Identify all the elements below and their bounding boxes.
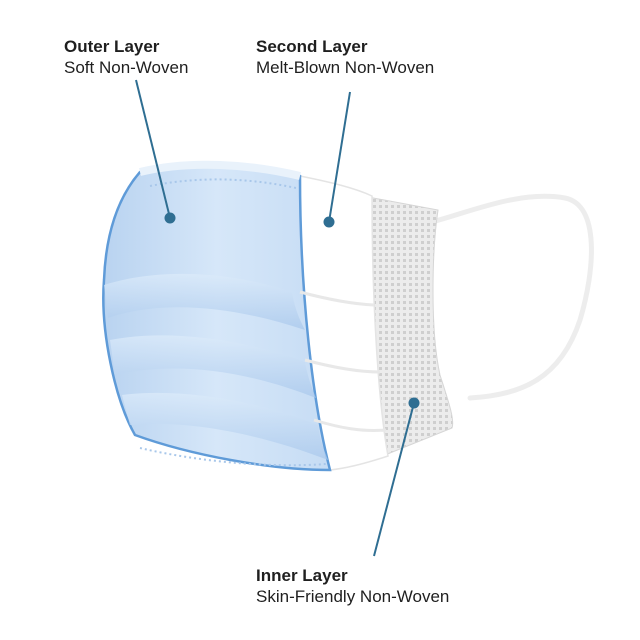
- inner-layer-marker: [408, 397, 420, 409]
- second-layer-label: Second Layer Melt-Blown Non-Woven: [256, 36, 434, 79]
- outer-layer-description: Soft Non-Woven: [64, 58, 189, 78]
- inner-layer-label: Inner Layer Skin-Friendly Non-Woven: [256, 565, 449, 608]
- inner-layer-description: Skin-Friendly Non-Woven: [256, 587, 450, 607]
- top-binding-dots: [149, 178, 297, 189]
- pleat-2: [110, 335, 316, 398]
- second-layer-name: Second Layer: [256, 37, 368, 56]
- outer-layer-label: Outer Layer Soft Non-Woven: [64, 36, 188, 79]
- outer-layer-name: Outer Layer: [64, 37, 160, 56]
- inner-layer-name: Inner Layer: [256, 566, 348, 585]
- ear-loop: [429, 193, 594, 401]
- second-layer-description: Melt-Blown Non-Woven: [256, 58, 435, 78]
- outer-layer-leader: [135, 79, 171, 219]
- second-layer-marker: [323, 216, 335, 228]
- outer-layer-marker: [164, 212, 176, 224]
- bottom-binding-dots: [139, 447, 327, 467]
- pleat-3: [122, 392, 328, 460]
- second-layer-leader: [328, 91, 351, 223]
- pleat-1: [104, 273, 305, 330]
- second-layer-pleats: [299, 290, 387, 432]
- inner-layer-leader: [373, 402, 415, 557]
